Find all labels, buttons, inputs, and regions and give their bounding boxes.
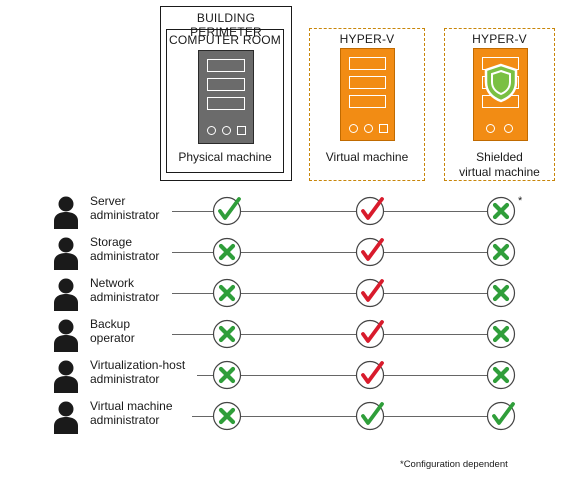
computer-room-title: COMPUTER ROOM [169,33,281,47]
shielded-caption-line1: Shielded [476,150,523,164]
shield-icon [484,63,518,103]
role-label-line2: administrator [90,372,160,386]
check-mark-icon [355,237,385,267]
role-label-line1: Storage [90,235,133,249]
check-mark-icon [486,401,516,431]
person-icon [53,277,79,316]
building-perimeter-box: BUILDING PERIMETER COMPUTER ROOM Physica… [160,6,292,181]
person-icon [53,359,79,398]
computer-room-box: COMPUTER ROOM Physical machine [166,29,284,173]
check-mark-icon [355,401,385,431]
person-icon [53,318,79,357]
check-mark-icon [355,319,385,349]
shielded-server-icon [473,48,528,141]
role-label-line2: administrator [90,249,160,263]
role-label-line1: Virtualization-host [90,358,186,372]
row-connector-line [172,293,501,294]
role-label-line1: Server [90,194,126,208]
role-label-line1: Network [90,276,135,290]
building-perimeter-title: BUILDING PERIMETER [190,11,262,39]
role-label-line2: administrator [90,208,160,222]
cross-mark-icon [486,278,516,308]
hyperv-box-shielded: HYPER-V Shielded virtual machine [444,28,555,181]
physical-server-icon [198,50,254,144]
check-mark-icon [355,196,385,226]
row-connector-line [172,252,501,253]
virtual-machine-caption: Virtual machine [325,150,409,164]
role-label-line2: administrator [90,413,160,427]
person-icon [53,400,79,439]
cross-mark-icon [486,319,516,349]
role-label-line2: administrator [90,290,160,304]
footnote: *Configuration dependent [400,459,508,470]
row-connector-line [192,416,501,417]
cross-mark-icon [212,237,242,267]
check-mark-icon [212,196,242,226]
role-label-line2: operator [90,331,135,345]
role-label-line1: Backup [90,317,131,331]
check-mark-icon [355,278,385,308]
cross-mark-icon [486,360,516,390]
asterisk-note: * [518,195,523,207]
person-icon [53,195,79,234]
check-mark-icon [355,360,385,390]
role-label-line1: Virtual machine [90,399,173,413]
cross-mark-icon [212,401,242,431]
cross-mark-icon [212,278,242,308]
hyperv-title-virtual: HYPER-V [339,32,395,46]
virtual-server-icon [340,48,395,141]
physical-machine-caption: Physical machine [178,150,272,164]
person-icon [53,236,79,275]
row-connector-line [172,211,501,212]
cross-mark-icon [486,237,516,267]
hyperv-title-shielded: HYPER-V [472,32,527,46]
row-connector-line [172,334,501,335]
cross-mark-icon [486,196,516,226]
cross-mark-icon [212,360,242,390]
shielded-caption-line2: virtual machine [459,165,540,179]
row-connector-line [197,375,501,376]
hyperv-box-virtual: HYPER-V Virtual machine [309,28,425,181]
cross-mark-icon [212,319,242,349]
